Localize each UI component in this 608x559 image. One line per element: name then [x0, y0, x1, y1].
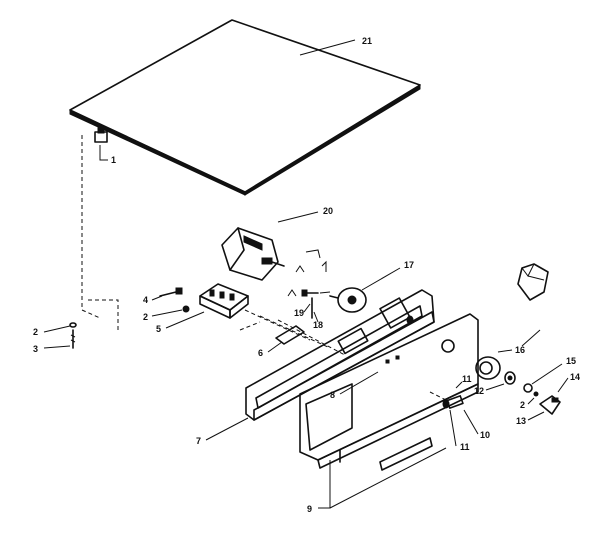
callout-13: 13 [516, 416, 526, 426]
callout-5: 5 [156, 324, 161, 334]
control-knob [539, 395, 561, 415]
callout-12: 12 [474, 386, 484, 396]
callout-1: 1 [111, 155, 116, 165]
leader-2a [151, 309, 183, 317]
callout-7: 7 [196, 436, 201, 446]
leader-2c [527, 397, 535, 405]
leader-7 [205, 417, 249, 441]
timer-motor [221, 227, 285, 281]
leader-19 [303, 303, 311, 313]
assembly-line-5 [277, 319, 346, 356]
leader-16 [497, 349, 513, 353]
leader-21 [299, 39, 356, 56]
assembly-line-4 [259, 315, 331, 349]
callout-21: 21 [362, 36, 372, 46]
leader-20 [277, 211, 319, 223]
callout-10: 10 [480, 430, 490, 440]
washer-12 [504, 371, 516, 385]
leader-12 [485, 383, 505, 391]
washer-12-hole [507, 375, 513, 381]
leader-18 [313, 311, 319, 323]
callout-2c: 2 [520, 400, 525, 410]
bracket-screw [301, 289, 331, 319]
callout-9: 9 [307, 504, 312, 514]
leader-14 [557, 377, 569, 393]
callout-14: 14 [570, 372, 580, 382]
spare-knob [517, 263, 549, 301]
leader-15 [531, 363, 563, 385]
knob-cap [475, 356, 501, 380]
leader-16b [521, 329, 541, 347]
callout-16: 16 [515, 345, 525, 355]
screw-4 [159, 287, 183, 297]
leader-10 [463, 409, 479, 435]
leader-4 [151, 295, 163, 301]
callout-2a: 2 [143, 312, 148, 322]
alignment-line-2 [81, 309, 101, 319]
callout-19: 19 [294, 308, 304, 318]
nut-2 [182, 305, 190, 313]
leader-13 [527, 411, 545, 421]
callout-11b: 11 [460, 442, 470, 452]
callout-4: 4 [143, 295, 148, 305]
panel-clip [94, 127, 108, 143]
leader-17 [361, 267, 401, 291]
leader-2b [43, 325, 71, 333]
callout-11a: 11 [462, 374, 472, 384]
leader-11b [449, 409, 457, 447]
leader-8 [339, 371, 379, 395]
callout-15: 15 [566, 356, 576, 366]
callout-18: 18 [313, 320, 323, 330]
ring-15 [523, 383, 533, 393]
retainer-clip [275, 325, 305, 345]
nut-2-right [533, 391, 539, 397]
leader-9b [329, 447, 447, 509]
assembly-line-6 [239, 321, 261, 331]
indicator-lamp [429, 391, 464, 409]
timer-cam [329, 287, 367, 313]
callout-20: 20 [323, 206, 333, 216]
callout-17: 17 [404, 260, 414, 270]
panel-outline-dashed [88, 299, 119, 330]
washer-screw-left [69, 322, 77, 349]
leader-1 [99, 145, 108, 161]
switch-block [199, 283, 249, 319]
leader-11a [455, 381, 463, 389]
callout-6: 6 [258, 348, 263, 358]
console-backplate [245, 289, 435, 421]
lower-trim [317, 383, 479, 471]
top-panel [69, 19, 421, 196]
spring-pins [287, 249, 327, 297]
leader-5 [165, 311, 205, 329]
leader-3 [43, 345, 71, 349]
callout-3: 3 [33, 344, 38, 354]
callout-8: 8 [330, 390, 335, 400]
callout-2b: 2 [33, 327, 38, 337]
leader-6 [267, 341, 283, 353]
